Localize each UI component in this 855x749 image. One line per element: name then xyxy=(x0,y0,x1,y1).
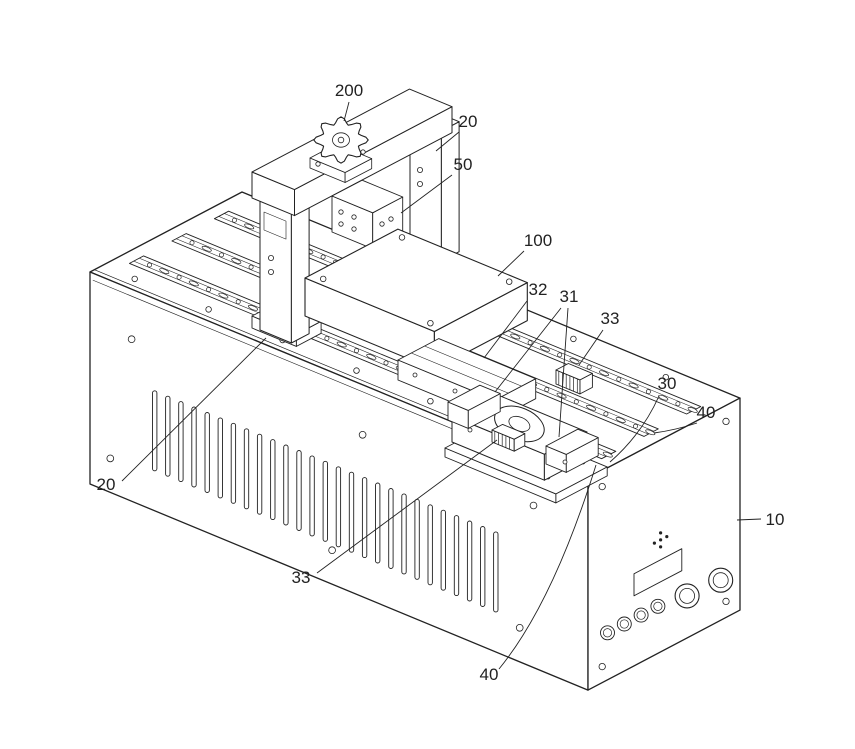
mounting-bracket xyxy=(331,179,404,250)
leader-line-connector-front xyxy=(316,439,498,574)
ref-label-support-column-right: 20 xyxy=(459,112,478,131)
leader-line-connector-rear xyxy=(578,329,604,366)
ref-label-connector-front: 33 xyxy=(292,568,311,587)
leader-line-hand-knob xyxy=(343,101,350,122)
ref-label-head-block: 100 xyxy=(524,231,552,250)
ref-label-guide-rail-front: 40 xyxy=(480,665,499,684)
leader-line-head-block xyxy=(497,250,525,277)
leader-line-upper-stage xyxy=(483,300,528,359)
leader-line-mounting-bracket xyxy=(400,174,453,214)
ref-label-hand-knob: 200 xyxy=(335,81,363,100)
ref-label-upper-stage: 32 xyxy=(529,280,548,299)
leader-line-stage-clamps xyxy=(494,307,569,438)
leader-line-support-column-left xyxy=(121,337,267,482)
ref-label-guide-rail-rear: 40 xyxy=(697,403,716,422)
leader-line-support-column-right xyxy=(435,131,460,152)
connectors xyxy=(491,363,593,452)
leader-line-guide-rail-front xyxy=(498,464,597,670)
hand-knob xyxy=(309,116,373,183)
leader-lines xyxy=(121,101,762,670)
leader-line-base-housing xyxy=(736,518,762,521)
ref-label-support-column-left: 20 xyxy=(97,475,116,494)
leader-line-guide-rail-rear xyxy=(653,422,698,434)
reference-labels: 200 20 50 100 32 31 33 30 40 10 20 33 40 xyxy=(97,81,785,684)
ref-label-mounting-bracket: 50 xyxy=(454,155,473,174)
ref-label-stage-clamps: 31 xyxy=(560,287,579,306)
control-panel xyxy=(598,417,734,671)
ref-label-carrier-plate: 30 xyxy=(658,374,677,393)
ref-label-connector-rear: 33 xyxy=(601,309,620,328)
ref-label-base-housing: 10 xyxy=(766,510,785,529)
leader-line-carrier-plate xyxy=(609,395,660,463)
display-window xyxy=(633,548,683,597)
